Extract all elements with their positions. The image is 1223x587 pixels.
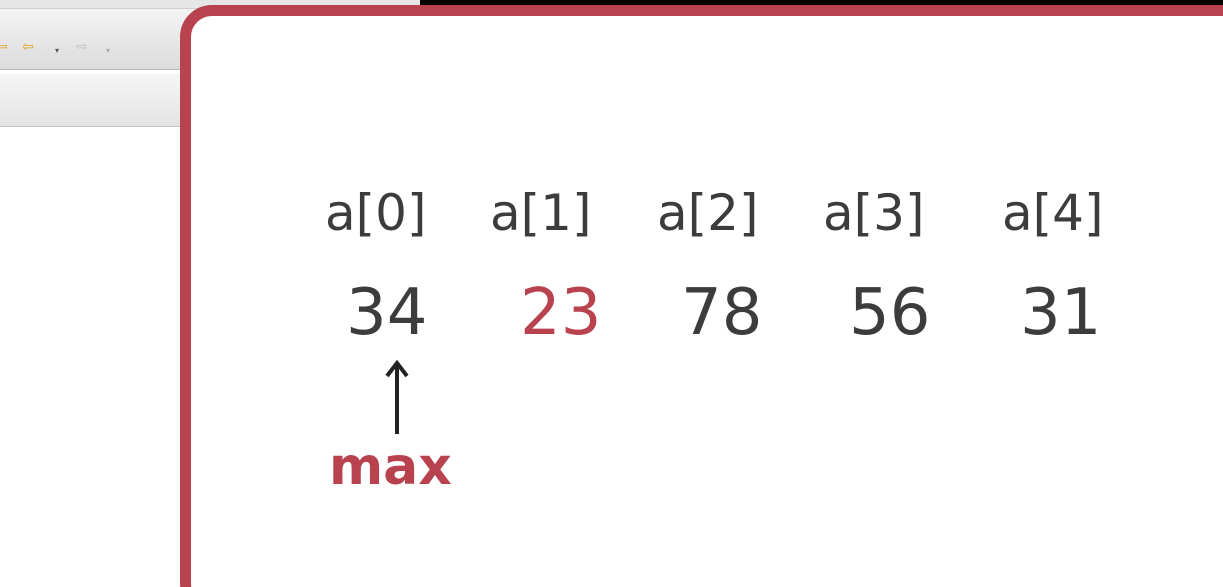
array-index-label: a[1] <box>490 184 592 242</box>
slide-card <box>180 5 1223 587</box>
array-index-label: a[3] <box>823 184 925 242</box>
up-arrow-icon <box>385 359 409 434</box>
last-edit-icon[interactable]: ⇦ <box>0 39 8 55</box>
max-pointer-label: max <box>329 437 452 497</box>
array-value: 23 <box>520 276 602 350</box>
back-arrow-icon[interactable]: ⇦ <box>22 39 34 55</box>
array-index-label: a[4] <box>1002 184 1104 242</box>
array-index-label: a[0] <box>325 184 427 242</box>
back-dropdown-icon[interactable]: ▾ <box>55 46 60 55</box>
array-index-label: a[2] <box>657 184 759 242</box>
array-value: 56 <box>849 276 931 350</box>
forward-dropdown-icon[interactable]: ▾ <box>106 46 111 55</box>
forward-arrow-icon[interactable]: ⇨ <box>76 39 88 55</box>
array-value: 34 <box>346 276 428 350</box>
array-value: 78 <box>681 276 763 350</box>
array-value: 31 <box>1020 276 1102 350</box>
